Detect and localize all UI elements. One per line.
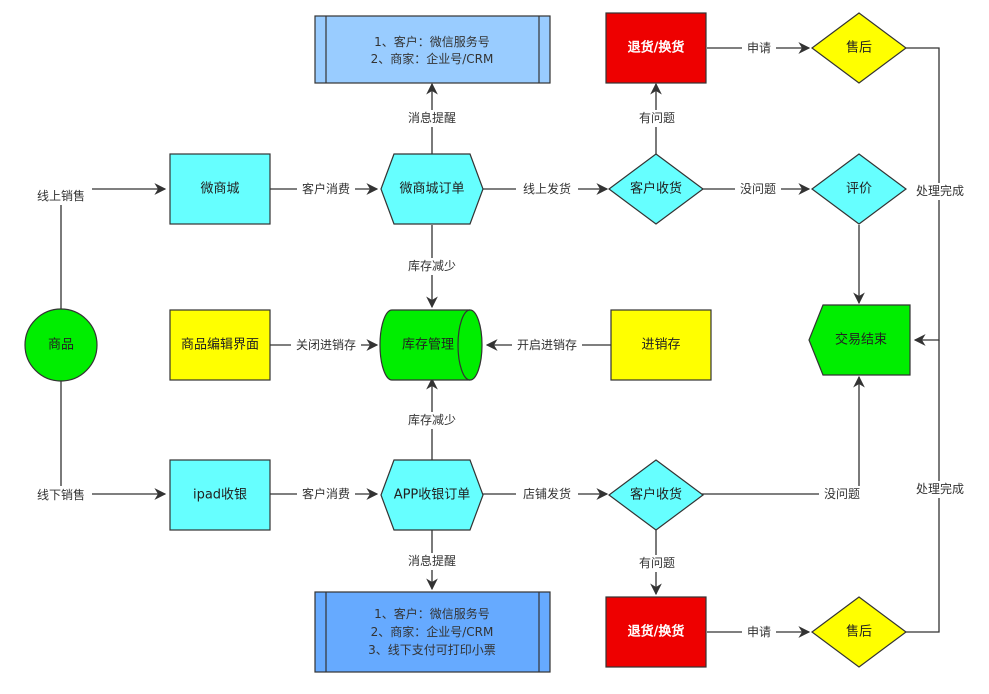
label-msg-top: 消息提醒 bbox=[408, 110, 456, 125]
node-aftersale-top-label: 售后 bbox=[846, 40, 872, 56]
nodes: 商品 微商城 微商城订单 1、客户：微信服务号 2、商家：企业号/CRM 退货/… bbox=[24, 12, 911, 673]
note-bottom-line-3: 3、线下支付可打印小票 bbox=[368, 643, 496, 657]
label-consume-bottom: 客户消费 bbox=[302, 486, 350, 501]
note-top-line-2: 2、商家：企业号/CRM bbox=[371, 51, 494, 66]
note-bottom-line-1: 1、客户：微信服务号 bbox=[374, 606, 490, 621]
node-goods[interactable]: 商品 bbox=[24, 308, 98, 382]
node-review-label: 评价 bbox=[846, 182, 872, 197]
node-wechat-mall[interactable]: 微商城 bbox=[169, 153, 271, 225]
label-stock-down-top: 库存减少 bbox=[408, 258, 456, 273]
label-problem-bottom: 有问题 bbox=[639, 556, 675, 570]
node-edit-page[interactable]: 商品编辑界面 bbox=[169, 309, 271, 381]
node-goods-label: 商品 bbox=[48, 338, 74, 353]
node-wechat-order[interactable]: 微商城订单 bbox=[380, 153, 484, 225]
edge-offline-sale bbox=[60, 380, 167, 500]
note-top: 1、客户：微信服务号 2、商家：企业号/CRM bbox=[314, 15, 551, 84]
label-apply-top: 申请 bbox=[747, 41, 771, 55]
node-wechat-mall-label: 微商城 bbox=[200, 182, 239, 197]
label-msg-bottom: 消息提醒 bbox=[408, 553, 456, 568]
node-online-receive[interactable]: 客户收货 bbox=[607, 153, 705, 225]
node-deal-end-label: 交易结束 bbox=[835, 332, 887, 348]
note-bottom-line-2: 2、商家：企业号/CRM bbox=[371, 624, 494, 639]
label-done-top: 处理完成 bbox=[916, 183, 964, 198]
label-stock-down-bottom: 库存减少 bbox=[408, 412, 456, 427]
label-online-sale: 线上销售 bbox=[37, 188, 85, 203]
label-no-problem-bottom: 没问题 bbox=[824, 486, 860, 501]
label-apply-bottom: 申请 bbox=[747, 625, 771, 639]
node-app-order[interactable]: APP收银订单 bbox=[380, 459, 484, 531]
label-problem-top: 有问题 bbox=[639, 111, 675, 125]
edge-no-problem-bottom bbox=[702, 375, 865, 495]
note-top-line-1: 1、客户：微信服务号 bbox=[374, 34, 490, 49]
node-invoicing-label: 进销存 bbox=[641, 338, 680, 353]
node-wechat-order-label: 微商城订单 bbox=[399, 182, 464, 197]
node-edit-page-label: 商品编辑界面 bbox=[181, 338, 259, 353]
node-app-order-label: APP收银订单 bbox=[394, 488, 471, 503]
node-offline-receive-label: 客户收货 bbox=[630, 487, 682, 503]
label-no-problem-top: 没问题 bbox=[740, 181, 776, 196]
node-offline-receive[interactable]: 客户收货 bbox=[607, 459, 705, 531]
note-bottom: 1、客户：微信服务号 2、商家：企业号/CRM 3、线下支付可打印小票 bbox=[314, 591, 551, 673]
label-close-inv: 关闭进销存 bbox=[296, 338, 356, 352]
node-aftersale-bottom[interactable]: 售后 bbox=[810, 596, 908, 668]
edge-done-bottom bbox=[906, 340, 940, 633]
node-ipad[interactable]: ipad收银 bbox=[169, 459, 271, 531]
node-invoicing[interactable]: 进销存 bbox=[610, 309, 712, 381]
label-offline-sale: 线下销售 bbox=[37, 487, 85, 502]
node-deal-end[interactable]: 交易结束 bbox=[808, 304, 911, 376]
node-ipad-label: ipad收银 bbox=[193, 488, 247, 503]
edge-online-sale bbox=[60, 183, 167, 310]
node-inventory[interactable]: 库存管理 bbox=[379, 309, 483, 381]
label-store-ship: 店铺发货 bbox=[523, 486, 571, 501]
label-open-inv: 开启进销存 bbox=[517, 338, 577, 352]
edge-labels: 线上销售 线下销售 客户消费 客户消费 消息提醒 库存减少 库存减少 消息提醒 … bbox=[30, 40, 969, 641]
label-online-ship: 线上发货 bbox=[523, 181, 571, 196]
node-return-top[interactable]: 退货/换货 bbox=[605, 12, 707, 84]
label-consume-top: 客户消费 bbox=[302, 181, 350, 196]
node-review[interactable]: 评价 bbox=[810, 153, 908, 225]
node-online-receive-label: 客户收货 bbox=[630, 181, 682, 197]
node-inventory-label: 库存管理 bbox=[402, 337, 454, 353]
label-done-bottom: 处理完成 bbox=[916, 481, 964, 496]
node-return-bottom[interactable]: 退货/换货 bbox=[605, 596, 707, 668]
node-aftersale-top[interactable]: 售后 bbox=[810, 12, 908, 84]
node-return-top-label: 退货/换货 bbox=[628, 40, 685, 56]
node-aftersale-bottom-label: 售后 bbox=[846, 624, 872, 640]
node-return-bottom-label: 退货/换货 bbox=[628, 624, 685, 640]
